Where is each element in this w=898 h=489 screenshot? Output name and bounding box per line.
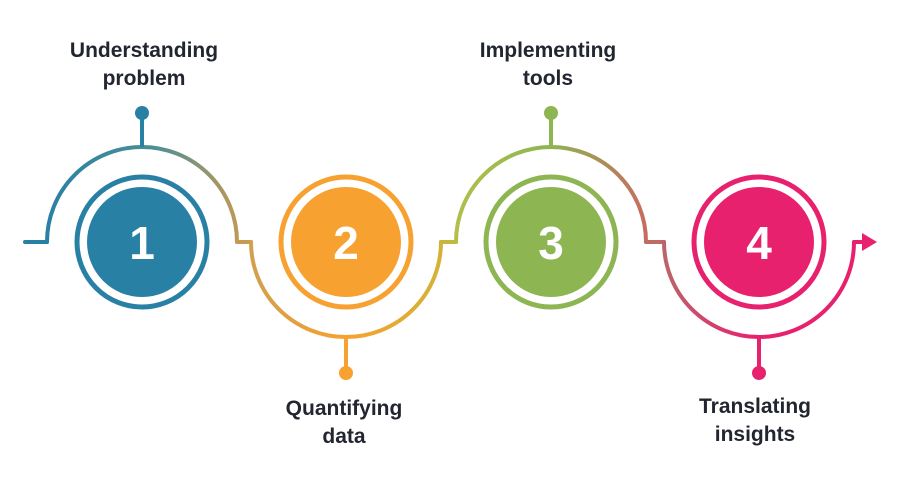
arrow-head-icon: [862, 233, 877, 251]
step-label-2: Quantifying data: [234, 395, 454, 451]
pin-1: [135, 106, 149, 147]
flow-arc-4: [662, 240, 856, 339]
step-circle-2: 2: [278, 174, 414, 310]
step-label-4: Translating insights: [645, 393, 865, 449]
step-number-2: 2: [333, 217, 359, 269]
step-circle-4: 4: [691, 174, 827, 310]
step-label-4-line1: Translating: [698, 395, 812, 418]
step-label-1-line2: problem: [102, 67, 186, 90]
pin-3: [544, 106, 558, 147]
step-label-1-line1: Understanding: [69, 39, 219, 62]
step-label-4-line2: insights: [714, 423, 796, 446]
flow-arc-3: [454, 145, 648, 244]
flow-arc-2: [249, 240, 443, 339]
step-number-1: 1: [129, 217, 155, 269]
pin-2: [339, 337, 353, 380]
step-number-4: 4: [746, 217, 772, 269]
step-label-2-line1: Quantifying: [285, 397, 403, 420]
flow-line: [23, 145, 866, 339]
step-label-1: Understanding problem: [34, 37, 254, 93]
step-label-3-line2: tools: [522, 67, 574, 90]
step-circle-1: 1: [74, 174, 210, 310]
step-circle-3: 3: [483, 174, 619, 310]
pin-4: [752, 337, 766, 380]
step-number-3: 3: [538, 217, 564, 269]
flow-arc-1: [45, 145, 239, 244]
step-label-3-line1: Implementing: [479, 39, 617, 62]
step-label-3: Implementing tools: [438, 37, 658, 93]
step-label-2-line2: data: [322, 425, 366, 448]
